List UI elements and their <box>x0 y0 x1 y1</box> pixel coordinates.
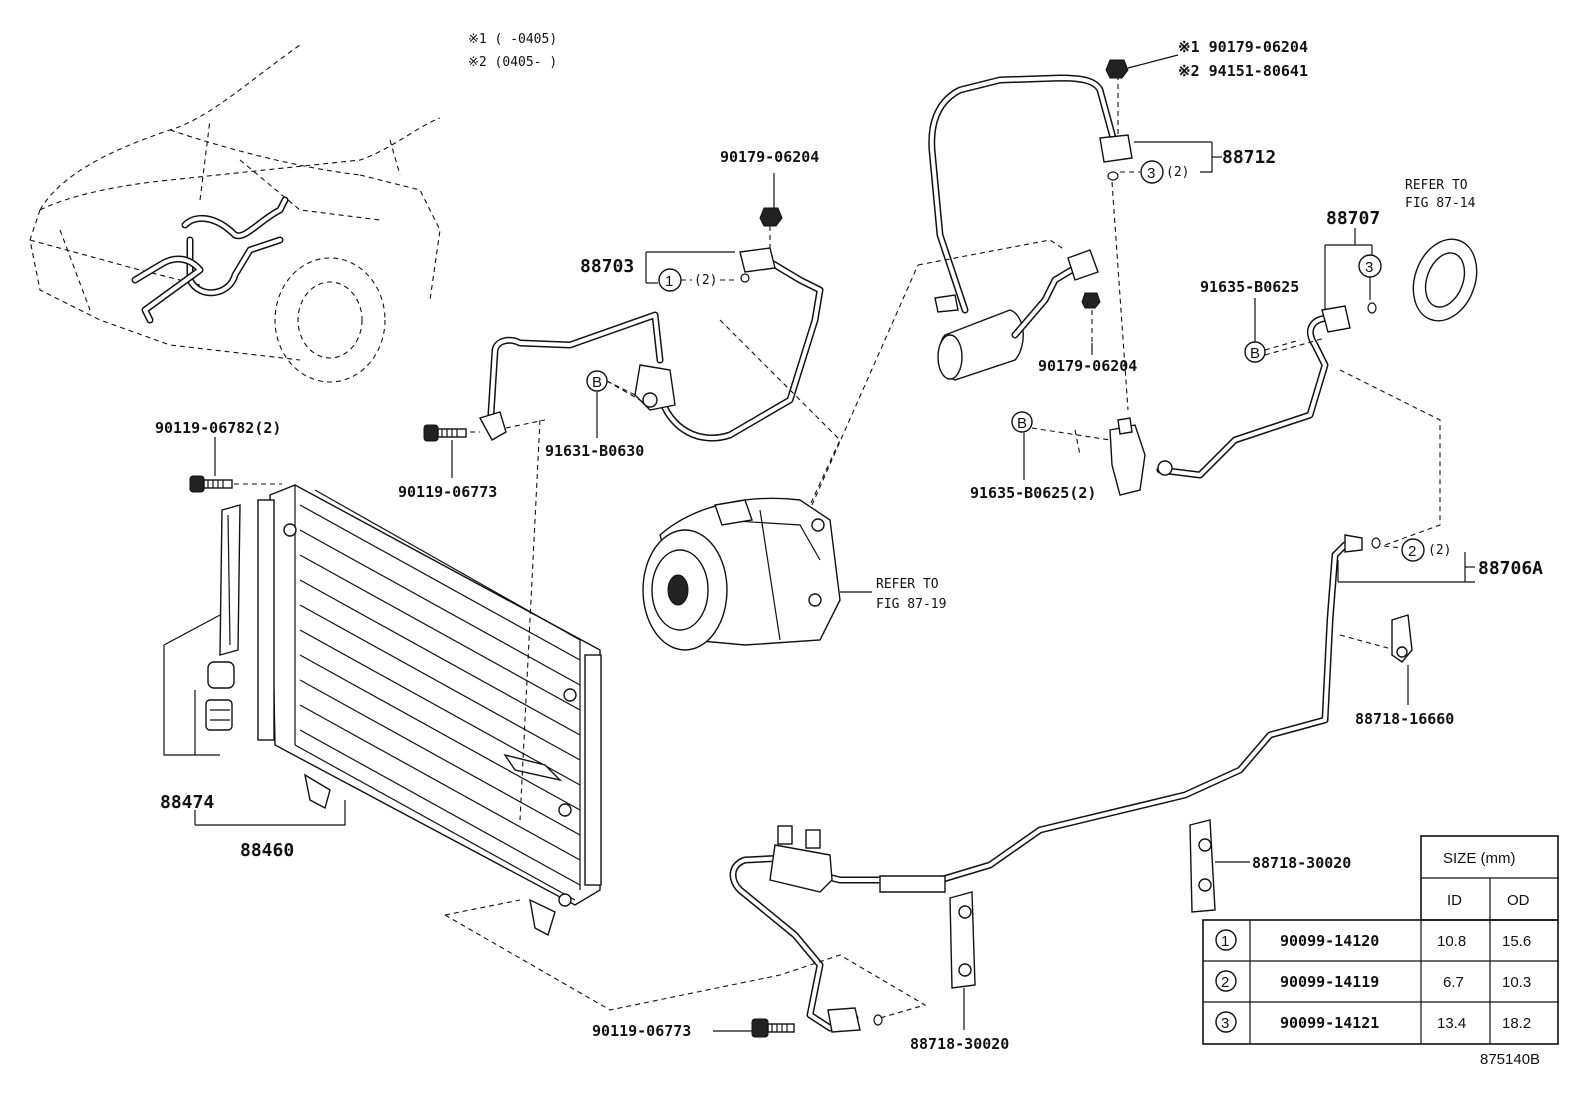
note-1: ※1 ( -0405) <box>468 32 557 47</box>
bolt-90119-06773-mid-icon <box>423 424 467 442</box>
oring-qty-88712: (2) <box>1166 165 1189 180</box>
svg-text:1: 1 <box>665 273 673 290</box>
receiver-dryer <box>917 239 1101 381</box>
size-table-mark: 1 <box>1221 933 1229 950</box>
label-91635-b0625-mid: 91635-B0625(2) <box>970 484 1096 502</box>
svg-text:3: 3 <box>1365 259 1373 276</box>
condenser-fins <box>299 504 581 886</box>
oring-qty-88703: (2) <box>694 273 717 288</box>
note-2: ※2 (0405- ) <box>468 55 557 70</box>
refer-compressor-line1: REFER TO <box>876 577 939 592</box>
condenser-seal <box>219 504 241 656</box>
size-table-row: 1 90099-14120 10.8 15.6 <box>1215 929 1531 951</box>
clamp-88718-16660 <box>1391 614 1413 705</box>
svg-text:2: 2 <box>1408 543 1416 560</box>
refer-top-line2: FIG 87-14 <box>1405 196 1476 211</box>
size-table-id: 6.7 <box>1443 974 1464 991</box>
label-88718-16660: 88718-16660 <box>1355 710 1454 728</box>
bolt-90119-06773-bottom-icon <box>713 1018 795 1038</box>
label-88712: 88712 <box>1222 147 1276 168</box>
size-table-part: 90099-14120 <box>1280 932 1379 950</box>
label-88718-30020-bottom: 88718-30020 <box>910 1035 1009 1053</box>
clamp-88718-30020-right <box>1189 819 1250 913</box>
label-88474: 88474 <box>160 792 214 813</box>
size-table-mark: 3 <box>1221 1015 1229 1032</box>
liquid-tube-88706A <box>729 534 1396 1033</box>
condenser <box>257 484 602 937</box>
svg-text:B: B <box>1250 345 1260 362</box>
label-90179-06204-top: 90179-06204 <box>720 148 819 166</box>
suction-hose-88712 <box>928 74 1133 411</box>
refer-top-line1: REFER TO <box>1405 178 1468 193</box>
label-90179-06204-mid: 90179-06204 <box>1038 357 1137 375</box>
ref-mark-b3-icon: B <box>1011 411 1033 433</box>
size-table: SIZE (mm) ID OD 1 90099-14120 10.8 15.6 … <box>1202 835 1559 1045</box>
label-88718-30020-right: 88718-30020 <box>1252 854 1351 872</box>
size-table-id: 13.4 <box>1437 1015 1466 1032</box>
svg-text:B: B <box>592 374 602 391</box>
svg-text:B: B <box>1017 415 1027 432</box>
label-90119-06773-bottom: 90119-06773 <box>592 1022 691 1040</box>
size-table-id: 10.8 <box>1437 933 1466 950</box>
size-table-od: 10.3 <box>1502 974 1531 991</box>
seal-washer <box>1412 238 1478 322</box>
condenser-cushion <box>205 661 235 731</box>
refer-compressor-line2: FIG 87-19 <box>876 597 946 612</box>
size-table-col-id: ID <box>1447 892 1462 909</box>
bolt-90119-06782-icon <box>189 475 282 493</box>
nut-88712-icon <box>1105 54 1179 79</box>
size-table-mark: 2 <box>1221 974 1229 991</box>
clamp-88718-30020-bottom <box>949 891 976 1030</box>
label-88703: 88703 <box>580 256 634 277</box>
label-90119-06773-mid: 90119-06773 <box>398 483 497 501</box>
ref-mark-3-icon: 3 <box>1120 160 1164 184</box>
nut-90179-06204-top-icon <box>759 207 783 248</box>
label-91635-b0625-top: 91635-B0625 <box>1200 278 1299 296</box>
liquid-tube-88707 <box>1031 302 1441 546</box>
size-table-header: SIZE (mm) <box>1443 850 1516 867</box>
dash-line-vertical <box>519 419 541 821</box>
label-91631-b0630: 91631-B0630 <box>545 442 644 460</box>
size-table-part: 90099-14121 <box>1280 1014 1379 1032</box>
label-88712-bolt1: ※1 90179-06204 <box>1178 38 1308 56</box>
figure-code: 875140B <box>1480 1051 1540 1068</box>
label-88706A: 88706A <box>1478 558 1543 579</box>
size-table-od: 15.6 <box>1502 933 1531 950</box>
leader-lines <box>163 141 1475 826</box>
label-90119-06782: 90119-06782(2) <box>155 419 281 437</box>
compressor <box>642 264 919 651</box>
ref-mark-1-icon: 1 <box>658 268 692 292</box>
label-88460: 88460 <box>240 840 294 861</box>
ref-mark-3b-icon: 3 <box>1358 254 1382 300</box>
size-table-row: 3 90099-14121 13.4 18.2 <box>1215 1011 1531 1033</box>
label-88712-bolt2: ※2 94151-80641 <box>1178 62 1308 80</box>
vehicle-outline <box>29 44 441 383</box>
label-88707: 88707 <box>1326 208 1380 229</box>
dash-line-bottom-left <box>444 899 521 916</box>
ref-mark-b1-icon: B <box>586 370 641 401</box>
ref-mark-b2-icon: B <box>1244 339 1301 363</box>
ref-mark-2-icon: 2 <box>1383 538 1425 562</box>
dash-line-bottom <box>444 914 927 1019</box>
size-table-part: 90099-14119 <box>1280 973 1379 991</box>
size-table-col-od: OD <box>1507 892 1530 909</box>
svg-text:3: 3 <box>1147 165 1155 182</box>
oring-qty-88706A: (2) <box>1428 543 1451 558</box>
size-table-row: 2 90099-14119 6.7 10.3 <box>1215 970 1531 992</box>
size-table-od: 18.2 <box>1502 1015 1531 1032</box>
discharge-hose-88703 <box>470 247 841 506</box>
